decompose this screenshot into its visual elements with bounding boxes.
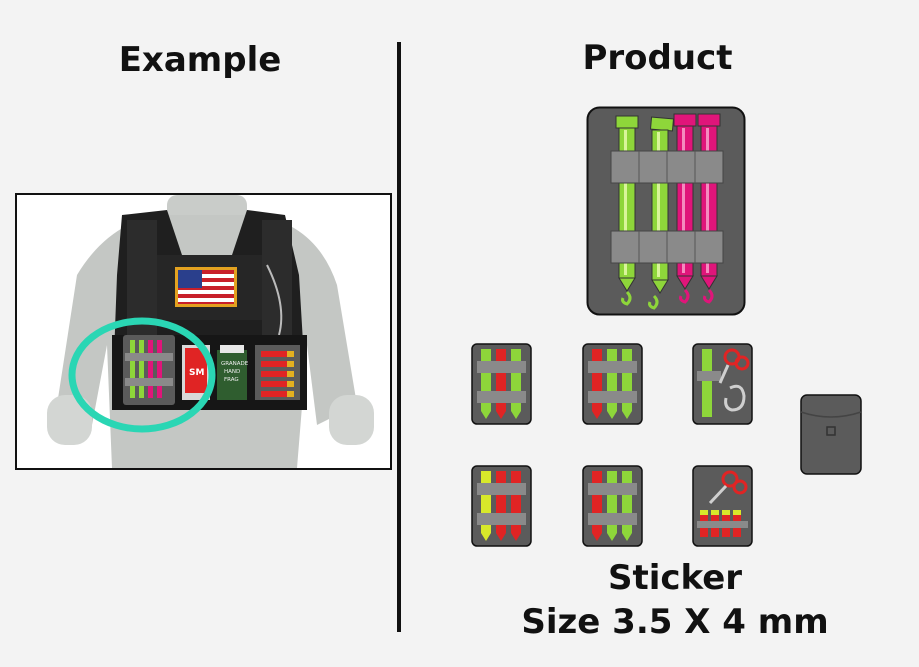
sticker-small-green-red-green <box>471 343 532 425</box>
example-heading: Example <box>118 40 282 80</box>
product-heading: Product <box>582 38 733 78</box>
highlight-ring <box>68 317 216 433</box>
grenade-label-1: GRANADE <box>221 361 249 367</box>
sticker-large-markers <box>586 106 746 316</box>
caption-size: Size 3.5 X 4 mm <box>521 602 829 642</box>
grenade-label-3: FRAG <box>224 377 239 383</box>
sticker-small-red-green-green <box>582 343 643 425</box>
center-divider <box>397 42 401 632</box>
sticker-small-scissors-shells <box>692 465 753 547</box>
flag-patch <box>178 270 234 304</box>
sticker-small-red-green-green-b <box>582 465 643 547</box>
minifigure-vest-illustration: SM GRANADE HAND FRAG <box>47 195 374 468</box>
caption-sticker: Sticker <box>607 558 743 598</box>
sticker-small-marker-scissors-carabiner <box>692 343 753 425</box>
example-photo: SM GRANADE HAND FRAG <box>15 193 392 470</box>
red-pouch-label: SM <box>189 368 204 378</box>
sticker-small-yellow-red-red <box>471 465 532 547</box>
grenade-label-2: HAND <box>224 369 240 375</box>
sticker-blank-flap <box>800 394 862 475</box>
